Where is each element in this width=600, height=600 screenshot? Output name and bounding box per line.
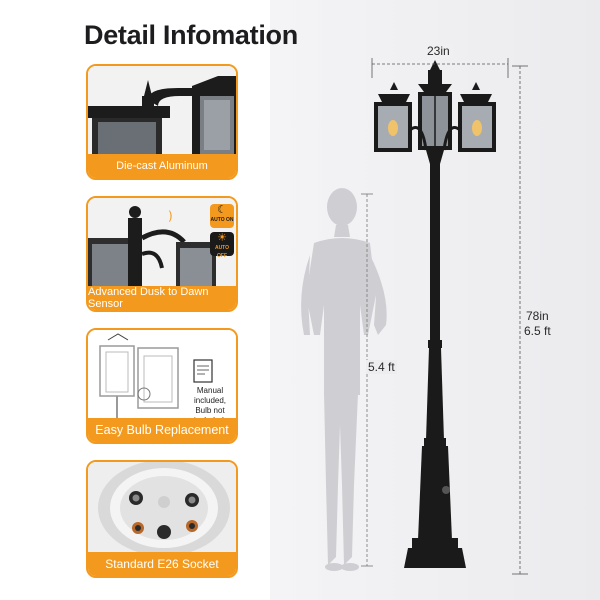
sensor-caption: Advanced Dusk to Dawn Sensor	[88, 286, 236, 310]
auto-on-badge: ☾ AUTO ON	[210, 204, 234, 228]
feature-card-socket: Standard E26 Socket	[86, 460, 238, 578]
manual-note: Manual included, Bulb not included.	[193, 386, 227, 422]
feature-card-bulb: Manual included, Bulb not included. Easy…	[86, 328, 238, 444]
socket-caption: Standard E26 Socket	[88, 552, 236, 576]
page-title: Detail Infomation	[84, 20, 298, 50]
auto-off-badge: ☀ AUTO OFF	[210, 232, 234, 259]
svg-text:): )	[168, 209, 173, 223]
lamp-post-image	[374, 60, 496, 568]
width-dimension-line	[371, 58, 509, 78]
width-label: 23in	[424, 44, 453, 58]
height-label-in: 78in	[526, 309, 549, 323]
bulb-caption: Easy Bulb Replacement	[88, 418, 236, 442]
bulb-replacement-image: Manual included, Bulb not included.	[88, 330, 236, 422]
die-cast-caption: Die-cast Aluminum	[88, 154, 236, 178]
person-height-label: 5.4 ft	[366, 360, 397, 374]
socket-image	[88, 462, 236, 556]
sensor-image: ) ☾ AUTO ON ☀ AUTO OFF	[88, 198, 236, 290]
feature-card-die-cast: Die-cast Aluminum	[86, 64, 238, 180]
moon-icon: ☾	[217, 204, 227, 216]
person-height-dimension-line	[361, 193, 373, 567]
height-label-ft: 6.5 ft	[524, 324, 551, 338]
height-dimension-line	[512, 65, 528, 575]
sun-icon: ☀	[217, 232, 227, 244]
die-cast-image	[88, 66, 236, 158]
person-silhouette	[301, 188, 387, 571]
feature-card-sensor: ) ☾ AUTO ON ☀ AUTO OFF Advanced Dusk to …	[86, 196, 238, 312]
